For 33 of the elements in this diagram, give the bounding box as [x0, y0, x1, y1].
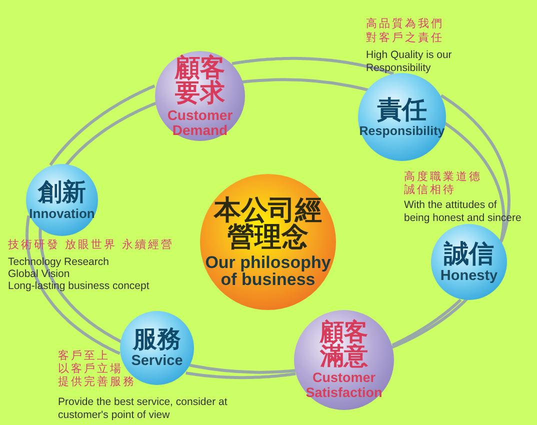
- heading-text: 誠信: [442, 240, 495, 266]
- heading-text: 本公司經營理念: [212, 196, 323, 250]
- description-text: 誠信相待: [404, 184, 456, 198]
- heading-text: 顧客滿意: [318, 320, 369, 368]
- description-text: With the attitudes of being honest and sincere: [404, 199, 522, 226]
- orbit-line: [186, 371, 296, 380]
- description-text: 技術研發 放眼世界 永續經營: [8, 239, 174, 253]
- heading-text: 服務: [132, 327, 182, 352]
- english-label: Honesty: [440, 268, 498, 284]
- orbit-line: [49, 84, 156, 166]
- english-label: Innovation: [29, 207, 95, 220]
- orbit-line: [26, 215, 120, 355]
- orbit-line: [392, 298, 462, 347]
- orbit-line: [232, 56, 394, 76]
- description-text: Technology Research: [8, 256, 109, 269]
- description-text: Provide the best service, consider at customer's point of view: [58, 396, 228, 422]
- description-text: Long-lasting business concept: [8, 280, 150, 294]
- description-text: 高度職業道德: [404, 171, 482, 184]
- description-text: 高品質為我們對客戶之責任: [366, 18, 445, 46]
- english-label: Customer Demand: [166, 108, 234, 138]
- heading-text: 創新: [36, 180, 87, 204]
- english-label: Customer Satisfaction: [304, 371, 384, 400]
- description-text: 提供完善服務: [58, 376, 136, 390]
- english-label: Our philosophy of business: [204, 254, 332, 288]
- description-text: High Quality is our Responsibility: [366, 49, 453, 76]
- heading-text: 責任: [376, 96, 428, 122]
- description-text: 客戶至上: [58, 350, 110, 362]
- english-label: Responsibility: [359, 124, 445, 138]
- description-text: 以客戶立場: [58, 363, 123, 376]
- english-label: Service: [131, 354, 183, 369]
- orbit-line: [440, 94, 510, 242]
- description-text: Global Vision: [8, 268, 70, 281]
- heading-text: 顧客要求: [174, 54, 226, 105]
